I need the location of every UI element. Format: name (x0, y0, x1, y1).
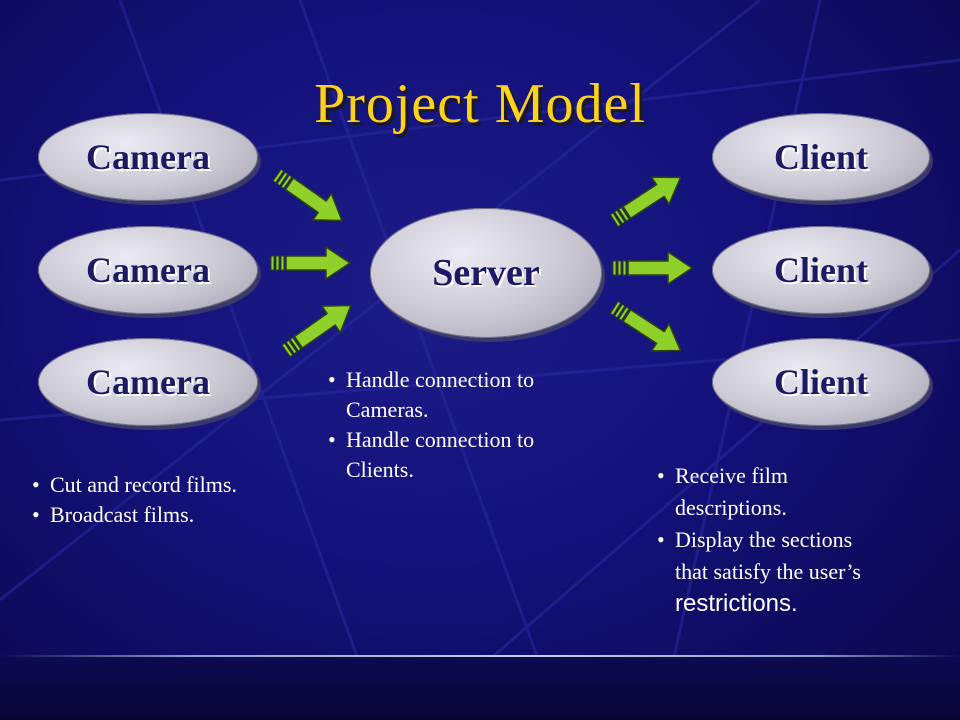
right-arrow-icon (276, 291, 361, 365)
slide-title: Project Model (314, 73, 646, 135)
right-arrow-icon (270, 246, 351, 280)
client-node-3: Client (712, 338, 930, 426)
floor-band (0, 655, 960, 720)
floor-divider (0, 655, 960, 657)
server-note-2: Handle connection to Clients. (326, 425, 534, 485)
right-arrow-icon (604, 293, 690, 365)
client-node-2: Client (712, 226, 930, 314)
client-note-2: Display the sections that satisfy the us… (655, 524, 861, 620)
camera-note-2: Broadcast films. (30, 500, 237, 530)
server-label: Server (432, 252, 540, 294)
camera-node-1: Camera (38, 113, 258, 201)
right-arrow-icon (612, 251, 693, 285)
client-label-2: Client (774, 250, 868, 290)
camera-node-2: Camera (38, 226, 258, 314)
client-label-3: Client (774, 362, 868, 402)
client-node-1: Client (712, 113, 930, 201)
right-arrow-icon (604, 163, 690, 235)
camera-label-1: Camera (86, 137, 210, 177)
server-note-1: Handle connection to Cameras. (326, 365, 534, 425)
camera-notes: Cut and record films. Broadcast films. (30, 470, 237, 530)
camera-label-3: Camera (86, 362, 210, 402)
server-node: Server (370, 208, 602, 338)
client-notes: Receive film descriptions. Display the s… (655, 460, 861, 620)
client-note-1: Receive film descriptions. (655, 460, 861, 524)
server-notes: Handle connection to Cameras. Handle con… (326, 365, 534, 485)
camera-note-1: Cut and record films. (30, 470, 237, 500)
right-arrow-icon (267, 161, 352, 235)
client-label-1: Client (774, 137, 868, 177)
camera-node-3: Camera (38, 338, 258, 426)
camera-label-2: Camera (86, 250, 210, 290)
